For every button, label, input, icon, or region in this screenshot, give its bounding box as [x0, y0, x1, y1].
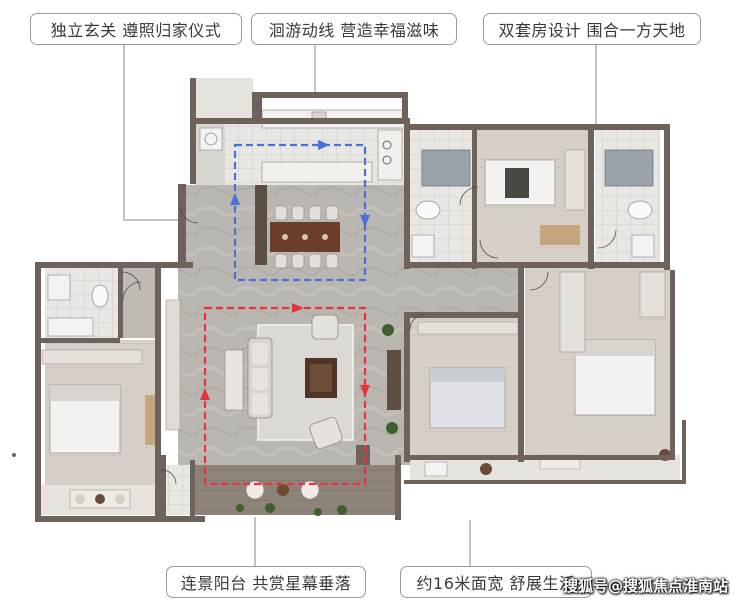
- top-left-balcony-floor: [193, 78, 253, 120]
- armchair-bottom: [309, 417, 343, 449]
- label-circulation: 洄游动线 营造幸福滋味: [251, 13, 457, 45]
- door-swings: [121, 186, 617, 485]
- hall-floor: [410, 268, 522, 318]
- label-suite: 双套房设计 围合一方天地: [483, 13, 701, 45]
- dining-kitchen-loop: [233, 143, 367, 282]
- watermark: 搜狐号@搜狐焦点淮南站: [562, 577, 728, 595]
- walls: [35, 78, 686, 522]
- left-corridor-floor: [120, 268, 160, 338]
- label-width: 约16米面宽 舒展生活: [400, 566, 592, 598]
- tv-console: [224, 349, 244, 411]
- label-balcony: 连景阳台 共赏星幕垂落: [166, 566, 366, 598]
- blue-loop-arrows: [230, 140, 370, 227]
- left-small-bath-floor: [165, 465, 193, 515]
- kitchen-island: [261, 161, 373, 183]
- marker-dot: [12, 453, 16, 457]
- red-loop-arrows: [200, 303, 370, 400]
- furniture: [41, 109, 671, 516]
- wine-cabinet: [255, 185, 267, 265]
- leader-lines: [123, 45, 597, 566]
- label-entrance: 独立玄关 遵照归家仪式: [30, 13, 242, 45]
- armchair-top: [311, 314, 339, 340]
